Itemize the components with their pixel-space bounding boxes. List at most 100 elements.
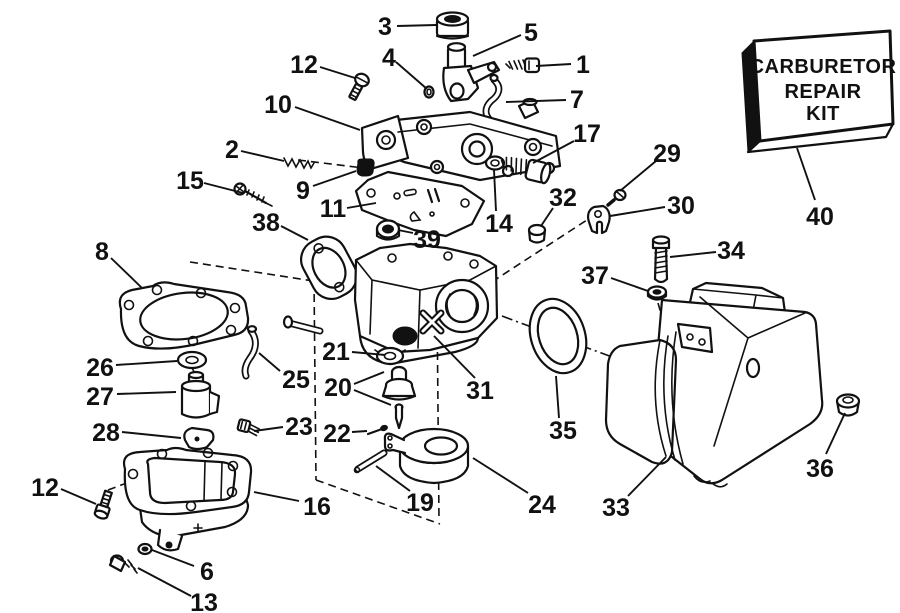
callout-27: 27 xyxy=(86,383,114,411)
part-17-screw xyxy=(500,156,552,185)
part-28-gasket xyxy=(183,426,215,451)
part-24-float xyxy=(383,427,470,485)
part-23-screw xyxy=(236,418,260,437)
leader-line-14 xyxy=(493,169,497,212)
part-29-screw xyxy=(606,188,627,207)
leader-line-37 xyxy=(610,277,649,292)
leader-line-16 xyxy=(253,491,300,502)
callout-12: 12 xyxy=(290,51,318,79)
part-20-needle-assembly xyxy=(381,365,417,430)
part-3-cap xyxy=(435,11,470,40)
callout-22: 22 xyxy=(323,420,351,448)
leader-line-17 xyxy=(532,140,575,164)
leader-line-39 xyxy=(397,229,414,234)
leader-line-28 xyxy=(121,431,182,439)
leader-line-31 xyxy=(433,335,476,379)
part-25-tube xyxy=(241,325,259,380)
leader-line-24 xyxy=(472,457,529,494)
callout-28: 28 xyxy=(92,419,120,447)
callout-1: 1 xyxy=(576,51,590,79)
leader-line-35 xyxy=(555,375,560,419)
leader-line-11 xyxy=(346,202,377,209)
leader-line-32 xyxy=(540,207,554,227)
part-38-gasket xyxy=(300,235,358,300)
part-36-plug xyxy=(835,393,861,417)
part-35-o-ring xyxy=(528,297,588,375)
part-37-washer xyxy=(646,285,668,301)
leader-line-26 xyxy=(115,360,178,366)
part-9-grommet xyxy=(356,158,375,177)
callout-31: 31 xyxy=(466,377,494,405)
callout-36: 36 xyxy=(806,455,834,483)
callout-10: 10 xyxy=(264,91,292,119)
callout-26: 26 xyxy=(86,354,114,382)
leader-line-22 xyxy=(351,430,368,433)
callout-6: 6 xyxy=(200,558,214,586)
callout-3: 3 xyxy=(378,13,392,41)
part-2-spring xyxy=(283,157,315,170)
part-22-pin xyxy=(366,424,388,436)
leader-line-23 xyxy=(253,426,284,432)
callout-16: 16 xyxy=(303,493,331,521)
part-8-gasket xyxy=(118,281,250,350)
leader-line-20 xyxy=(353,389,392,406)
callout-34: 34 xyxy=(717,237,745,265)
part-27-valve-seat xyxy=(180,370,221,419)
leader-line-15 xyxy=(203,182,244,194)
leader-line-34 xyxy=(669,251,717,258)
callout-14: 14 xyxy=(485,210,513,238)
leader-line-19 xyxy=(375,465,411,492)
leader-line-8 xyxy=(110,257,143,289)
leader-line-5 xyxy=(472,34,522,57)
part-1-idle-screw xyxy=(505,57,541,74)
callout-17: 17 xyxy=(573,120,601,148)
part-39-nut xyxy=(375,219,401,241)
leader-line-3 xyxy=(396,24,437,27)
part-19-float-pin xyxy=(353,449,388,474)
callout-30: 30 xyxy=(667,192,695,220)
part-31-main-body xyxy=(282,242,499,366)
callout-19: 19 xyxy=(406,489,434,517)
callout-8: 8 xyxy=(95,238,109,266)
leader-line-40 xyxy=(796,147,816,201)
callout-29: 29 xyxy=(653,140,681,168)
callout-20: 20 xyxy=(324,374,352,402)
callout-23: 23 xyxy=(285,413,313,441)
callout-4: 4 xyxy=(382,44,396,72)
leader-line-12 xyxy=(319,66,356,79)
part-21-washer xyxy=(374,346,406,366)
leader-line-29 xyxy=(619,160,657,192)
part-14-washer xyxy=(484,155,506,171)
leader-line-27 xyxy=(116,391,177,395)
part-4-o-ring xyxy=(423,85,435,99)
leader-line-7 xyxy=(505,99,567,103)
part-26-washer xyxy=(176,350,208,376)
kit-box-line-3: KIT xyxy=(806,103,840,125)
callout-39: 39 xyxy=(413,226,441,254)
callout-24: 24 xyxy=(528,491,556,519)
leader-line-10 xyxy=(294,106,361,131)
part-13-screw xyxy=(108,554,138,574)
kit-box-line-1: CARBURETOR xyxy=(750,56,897,78)
callout-25: 25 xyxy=(282,366,310,394)
callout-5: 5 xyxy=(524,19,538,47)
leader-line-2 xyxy=(240,150,285,162)
callout-15: 15 xyxy=(176,167,204,195)
callout-40: 40 xyxy=(806,203,834,231)
kit-box: CARBURETOR REPAIR KIT xyxy=(741,29,897,154)
leader-line-1 xyxy=(535,63,572,67)
callout-32: 32 xyxy=(549,184,577,212)
part-33-air-silencer xyxy=(604,281,824,488)
leader-line-25 xyxy=(258,352,281,372)
callout-7: 7 xyxy=(570,86,584,114)
leader-line-20 xyxy=(353,371,385,385)
part-30-clip xyxy=(586,204,611,235)
leader-line-13 xyxy=(137,567,192,597)
leader-line-12 xyxy=(60,488,97,505)
callout-37: 37 xyxy=(581,262,609,290)
leader-line-30 xyxy=(609,206,666,217)
callout-11: 11 xyxy=(320,195,347,223)
callout-21: 21 xyxy=(322,338,350,366)
